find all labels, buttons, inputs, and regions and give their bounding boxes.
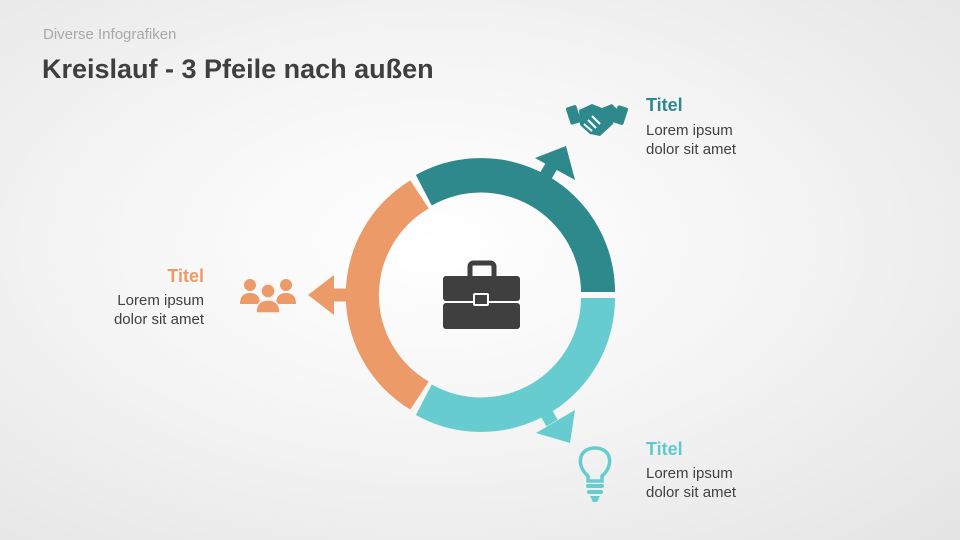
- item-text-bottom-right: Lorem ipsum dolor sit amet: [646, 464, 736, 502]
- arrow-head-bottom-right: [536, 410, 575, 443]
- item-line1: Lorem ipsum: [117, 292, 204, 309]
- item-line2: dolor sit amet: [113, 311, 204, 328]
- item-title-top-right: Titel: [646, 95, 683, 115]
- item-line1: Lorem ipsum: [646, 465, 733, 482]
- people-group-icon: [240, 279, 296, 314]
- cycle-segment-left: [308, 180, 429, 410]
- item-line2: dolor sit amet: [646, 484, 737, 501]
- handshake-icon: [565, 104, 628, 136]
- item-title-bottom-right: Titel: [646, 439, 683, 459]
- item-title-left: Titel: [167, 266, 204, 286]
- arrow-head-top-right: [535, 146, 575, 180]
- briefcase-icon: [443, 260, 520, 329]
- item-text-top-right: Lorem ipsum dolor sit amet: [646, 121, 736, 159]
- slide-subtitle: Diverse Infografiken: [43, 26, 177, 43]
- lightbulb-icon: [578, 446, 612, 502]
- arrow-head-left: [308, 275, 334, 315]
- cycle-segment-bottom-right: [415, 298, 615, 443]
- cycle-segment-top-right: [415, 146, 615, 292]
- item-text-left: Lorem ipsum dolor sit amet: [114, 291, 204, 329]
- slide-title: Kreislauf - 3 Pfeile nach außen: [42, 54, 434, 84]
- item-line2: dolor sit amet: [646, 141, 737, 158]
- item-line1: Lorem ipsum: [646, 122, 733, 139]
